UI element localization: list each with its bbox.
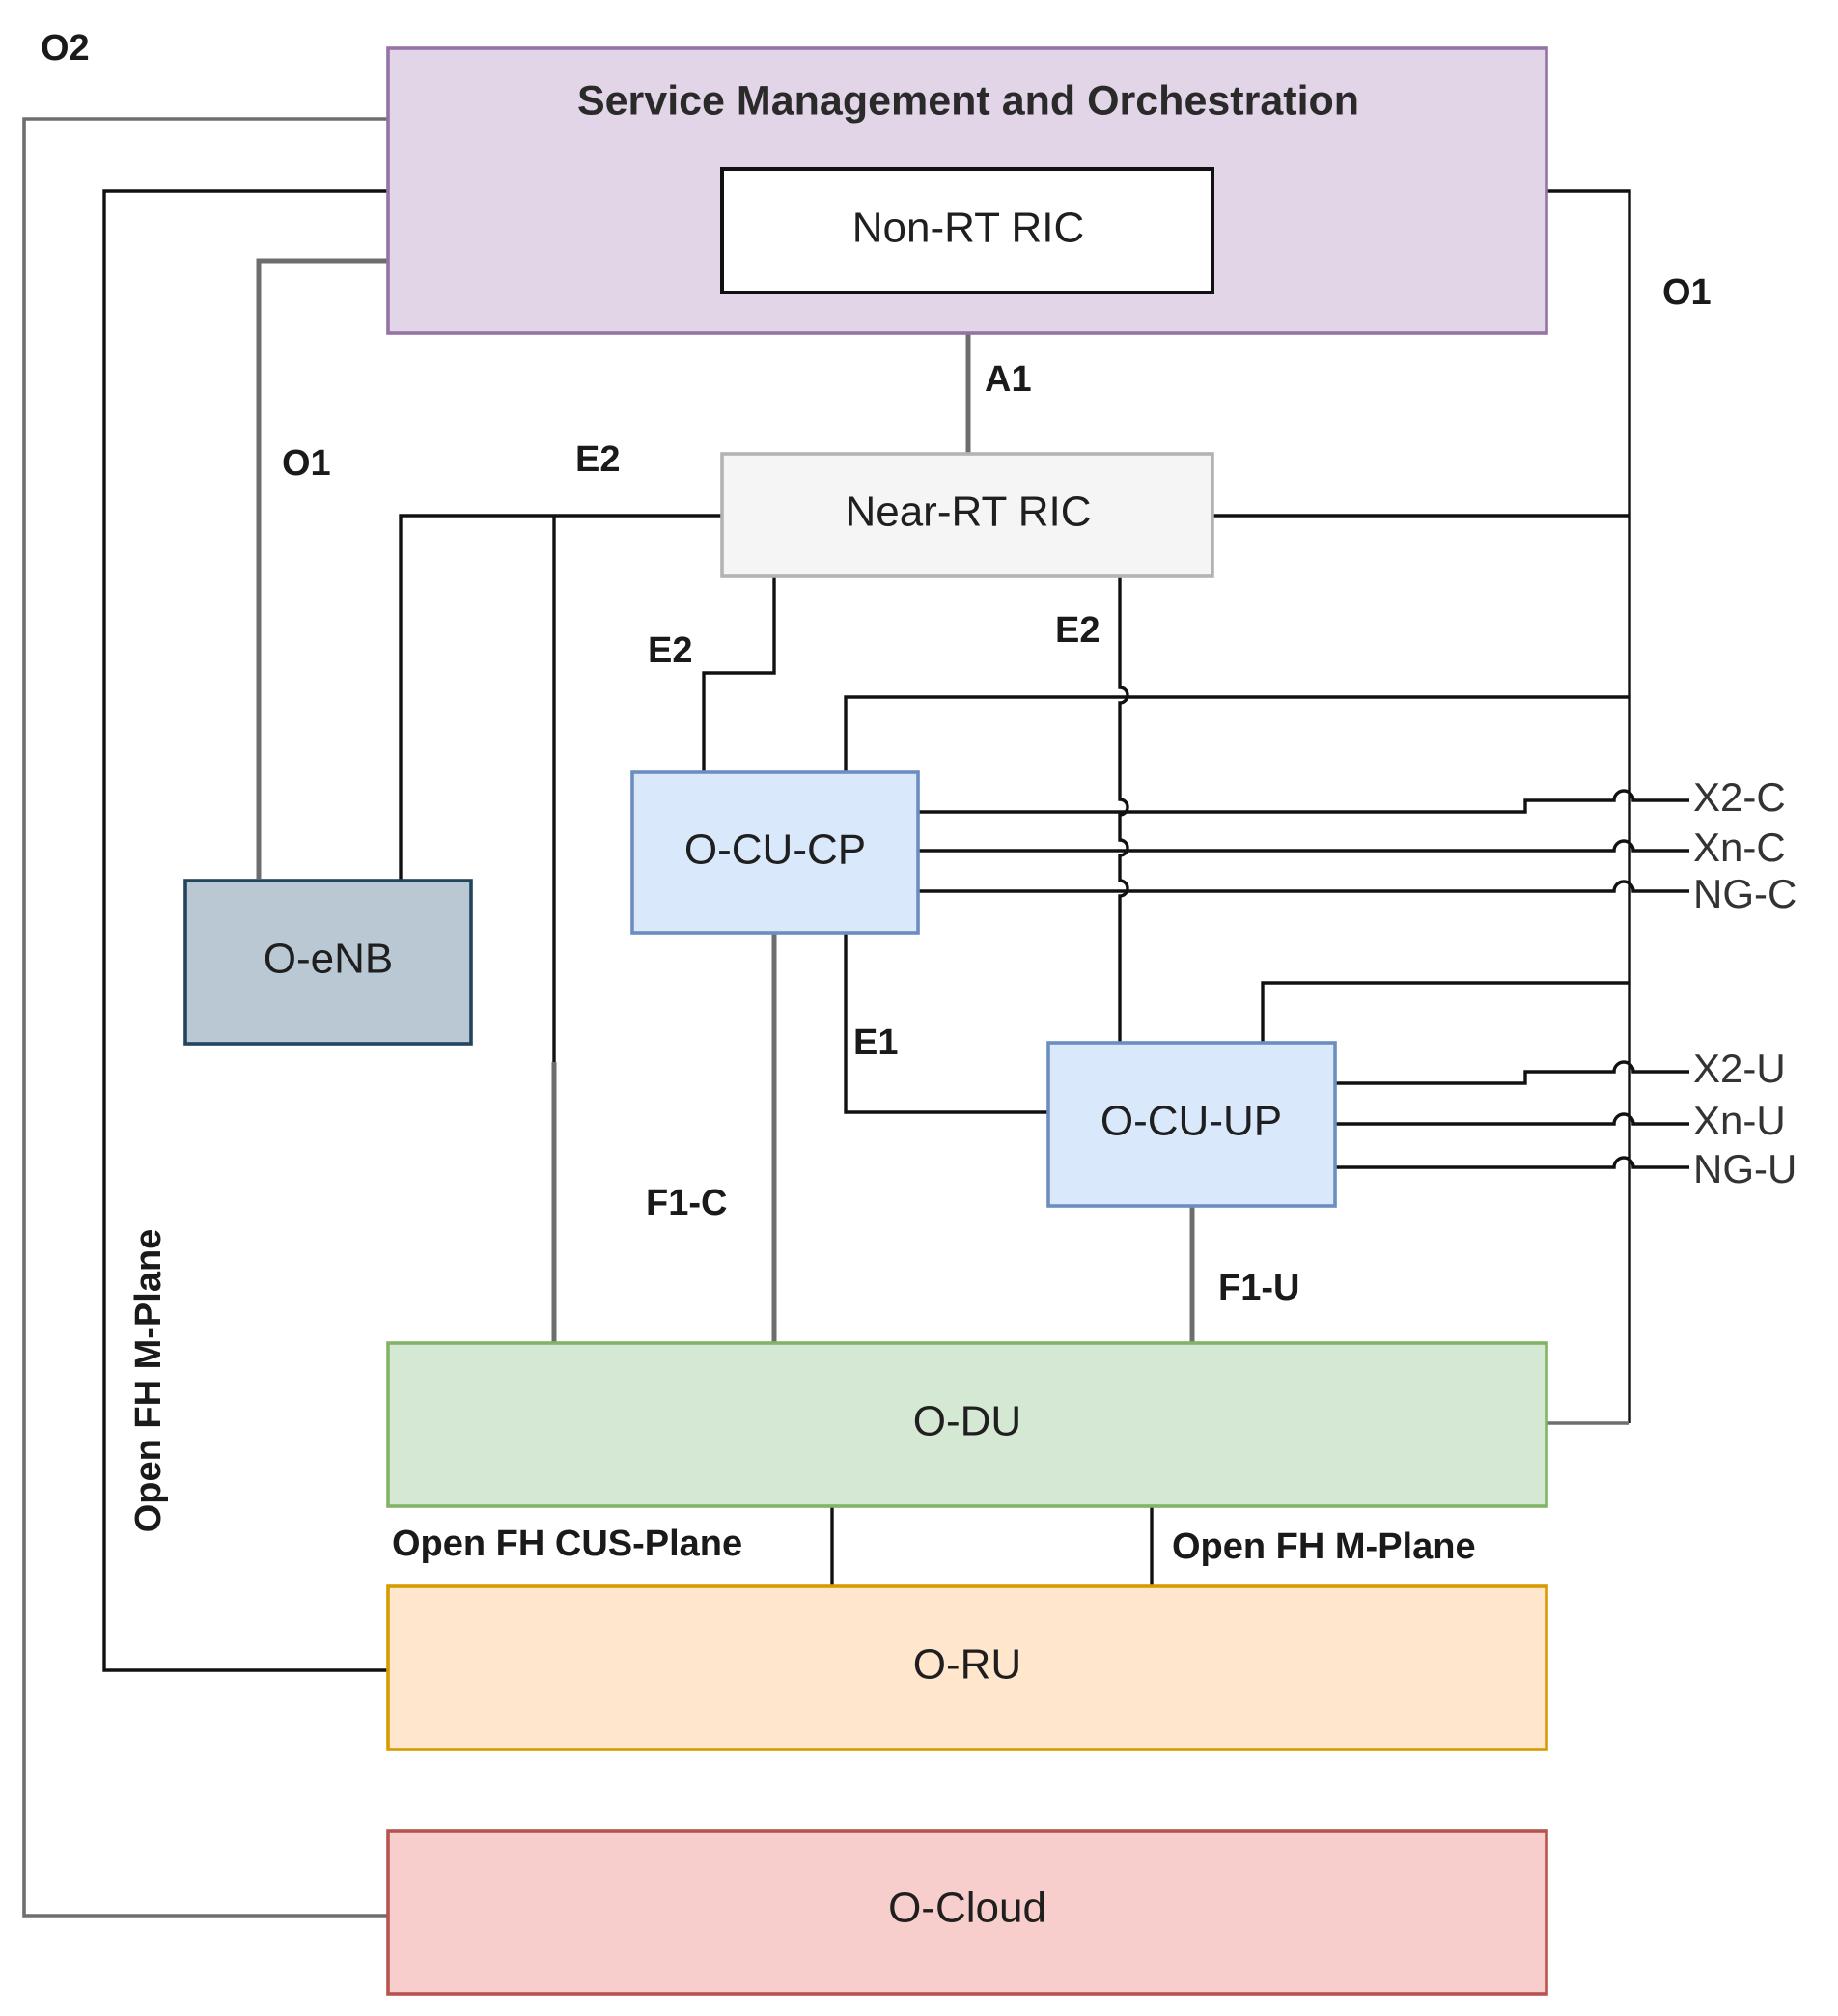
o-cu-cp-rect <box>630 770 920 935</box>
e1-label: E1 <box>853 1022 898 1063</box>
o-du-rect <box>386 1341 1548 1508</box>
o-cu-cp-title: O-CU-CP <box>684 826 866 874</box>
open-fh-cus-plane-label: Open FH CUS-Plane <box>392 1524 742 1564</box>
near-rt-ric-rect <box>720 452 1214 578</box>
e2-cucp-connector <box>702 576 776 772</box>
o-cloud-title: O-Cloud <box>888 1885 1046 1932</box>
o-ru-title: O-RU <box>913 1641 1021 1689</box>
o-cu-up-rect <box>1046 1041 1337 1208</box>
o1-enb-connector <box>256 258 388 879</box>
o-cu-up-box[interactable]: O-CU-UP <box>1046 1041 1337 1208</box>
open-fh-m-plane-left-connector <box>102 189 388 1672</box>
o-enb-box[interactable]: O-eNB <box>183 879 473 1046</box>
ng-c-connector <box>918 880 1689 893</box>
xn-u-label: Xn-U <box>1693 1098 1786 1143</box>
ng-u-label: NG-U <box>1693 1146 1796 1191</box>
x2-u-label: X2-U <box>1693 1046 1786 1091</box>
o2-label: O2 <box>41 28 90 69</box>
near-rt-ric-title: Near-RT RIC <box>845 489 1091 536</box>
o2-connector <box>22 117 388 1918</box>
e2-enb-connector <box>399 514 722 881</box>
ng-c-label: NG-C <box>1693 871 1796 916</box>
xn-c-connector <box>918 839 1689 853</box>
o-cloud-rect <box>386 1829 1548 1996</box>
x2-c-label: X2-C <box>1693 774 1786 820</box>
o1-cucp-connector <box>844 695 1629 772</box>
o-cu-cp-box[interactable]: O-CU-CP <box>630 770 920 935</box>
non-rt-ric-title: Non-RT RIC <box>852 205 1084 252</box>
e2-top-label: E2 <box>575 439 620 480</box>
ng-u-connector <box>1335 1156 1689 1169</box>
x2-c-connector <box>918 789 1689 814</box>
o-ru-box[interactable]: O-RU <box>386 1584 1548 1751</box>
e2-up-label: E2 <box>1055 610 1100 651</box>
o1-left-label: O1 <box>282 443 331 484</box>
non-rt-ric-box[interactable]: Non-RT RIC <box>720 167 1214 294</box>
o-enb-title: O-eNB <box>264 936 393 983</box>
f1-u-label: F1-U <box>1218 1268 1299 1308</box>
o-cloud-box[interactable]: O-Cloud <box>386 1829 1548 1996</box>
connectors <box>22 117 1689 1918</box>
xn-u-connector <box>1335 1112 1689 1126</box>
near-rt-ric-box[interactable]: Near-RT RIC <box>720 452 1214 578</box>
e1-connector <box>844 933 1048 1114</box>
o-enb-rect <box>183 879 473 1046</box>
x2-u-connector <box>1335 1060 1689 1085</box>
interface-labels: O2 O1 O1 A1 E2 E2 E2 E1 F1-C F1-U Open F… <box>41 28 1712 1567</box>
a1-label: A1 <box>985 359 1032 400</box>
e2-cp-label: E2 <box>648 630 692 671</box>
o1-right-label: O1 <box>1662 272 1712 313</box>
open-fh-m-plane-vertical-label: Open FH M-Plane <box>128 1229 169 1533</box>
e2-cuup-connector <box>1118 576 1129 1043</box>
o-cu-up-title: O-CU-UP <box>1100 1098 1282 1145</box>
smo-title: Service Management and Orchestration <box>577 77 1359 124</box>
non-rt-ric-rect <box>720 167 1214 294</box>
f1-c-label: F1-C <box>646 1183 727 1223</box>
o-du-title: O-DU <box>913 1398 1021 1445</box>
external-interface-labels: X2-C Xn-C NG-C X2-U Xn-U NG-U <box>1693 774 1796 1191</box>
open-fh-m-plane-label: Open FH M-Plane <box>1172 1526 1476 1567</box>
o1-right-connector <box>1546 189 1631 1423</box>
o1-cuup-connector <box>1261 981 1629 1043</box>
o-ru-rect <box>386 1584 1548 1751</box>
o-du-box[interactable]: O-DU <box>386 1341 1548 1508</box>
xn-c-label: Xn-C <box>1693 825 1786 870</box>
